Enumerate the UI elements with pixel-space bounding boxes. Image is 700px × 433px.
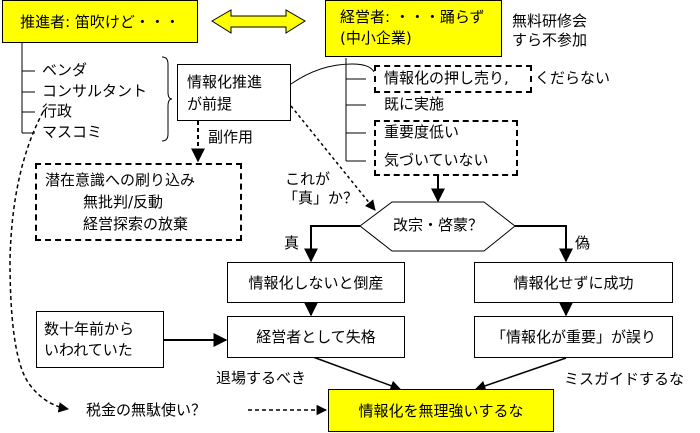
low-priority-box (374, 120, 518, 176)
brace-icon (161, 56, 173, 142)
manager-item: 情報化の押し売り, (384, 69, 509, 87)
premise-line1: 情報化推進 (187, 73, 263, 91)
question-arrow (290, 105, 376, 211)
premise-line2: が前提 (187, 95, 233, 113)
hard-sell-box (374, 65, 532, 93)
manager-note-line2: すら不参加 (512, 31, 588, 49)
manager-title-line1: 経営者: ・・・踊らず (340, 8, 485, 26)
conclusion-box: 情報化を無理強いするな (328, 389, 554, 432)
promoter-item: ベンダ (42, 61, 88, 79)
double-arrow-icon (211, 9, 306, 34)
question-line2: 「真」か？ (283, 189, 359, 207)
decades-line1: 数十年前から (44, 320, 135, 338)
subconscious-line1: 潜在意識への刷り込み (45, 171, 196, 189)
premise-box: 情報化推進 が前提 (177, 64, 291, 121)
tax-waste-curve (9, 111, 70, 413)
promoter-item: マスコミ (42, 123, 103, 141)
conclusion-text: 情報化を無理強いするな (358, 401, 524, 420)
subconscious-box: 潜在意識への刷り込み 無批判/反動 経営探索の放棄 (35, 163, 242, 241)
promoter-item: コンサルタント (42, 82, 148, 100)
promoter-item: 行政 (42, 102, 73, 120)
promoter-title-box: 推進者: 笛吹けど・・・ (2, 0, 198, 43)
true-label: 真 (284, 234, 300, 252)
decision-label: 改宗・啓蒙？ (392, 216, 483, 234)
manager-tree-lines (345, 58, 366, 162)
premise-curve (290, 63, 375, 85)
manager-item: 既に実施 (384, 95, 445, 113)
tax-waste-label: 税金の無駄使い？ (86, 401, 207, 419)
manager-title-box: 経営者: ・・・踊らず (中小企業) (325, 0, 502, 57)
bankruptcy-box: 情報化しないと倒産 (227, 262, 405, 303)
question-line1: これが (285, 170, 331, 188)
manager-item: 気づいていない (384, 151, 489, 169)
false-branch-note: ミスガイドするな (564, 370, 685, 388)
manager-note-line1: 無料研修会 (512, 12, 588, 30)
premise-wrong-text: 「情報化が重要」が誤り (490, 328, 656, 346)
true-branch-arrow (304, 225, 360, 263)
true-branch-note: 退場するべき (216, 369, 307, 387)
true-conclusion-arrow (312, 356, 401, 391)
false-branch-arrow (515, 225, 573, 263)
manager-item: 重要度低い (384, 123, 460, 141)
unfit-manager-text: 経営者として失格 (256, 328, 376, 346)
success-without-it-text: 情報化せずに成功 (513, 273, 634, 292)
manager-title-line2: (中小企業) (340, 29, 412, 47)
subconscious-line2: 無批判/反動 (83, 193, 164, 211)
false-label: 偽 (575, 234, 591, 252)
bankruptcy-text: 情報化しないと倒産 (248, 273, 384, 292)
subconscious-line3: 経営探索の放棄 (83, 215, 189, 233)
decades-box: 数十年前から いわれていた (36, 311, 164, 368)
premise-wrong-box: 「情報化が重要」が誤り (474, 316, 673, 358)
promoter-tree-lines (21, 43, 35, 134)
side-effect-label: 副作用 (208, 128, 254, 146)
success-without-it-box: 情報化せずに成功 (474, 262, 673, 303)
decades-line2: いわれていた (44, 341, 133, 359)
unfit-manager-box: 経営者として失格 (227, 316, 405, 358)
false-conclusion-arrow (475, 357, 567, 391)
manager-item-suffix: くだらない (535, 69, 611, 87)
promoter-title: 推進者: 笛吹けど・・・ (20, 12, 180, 31)
